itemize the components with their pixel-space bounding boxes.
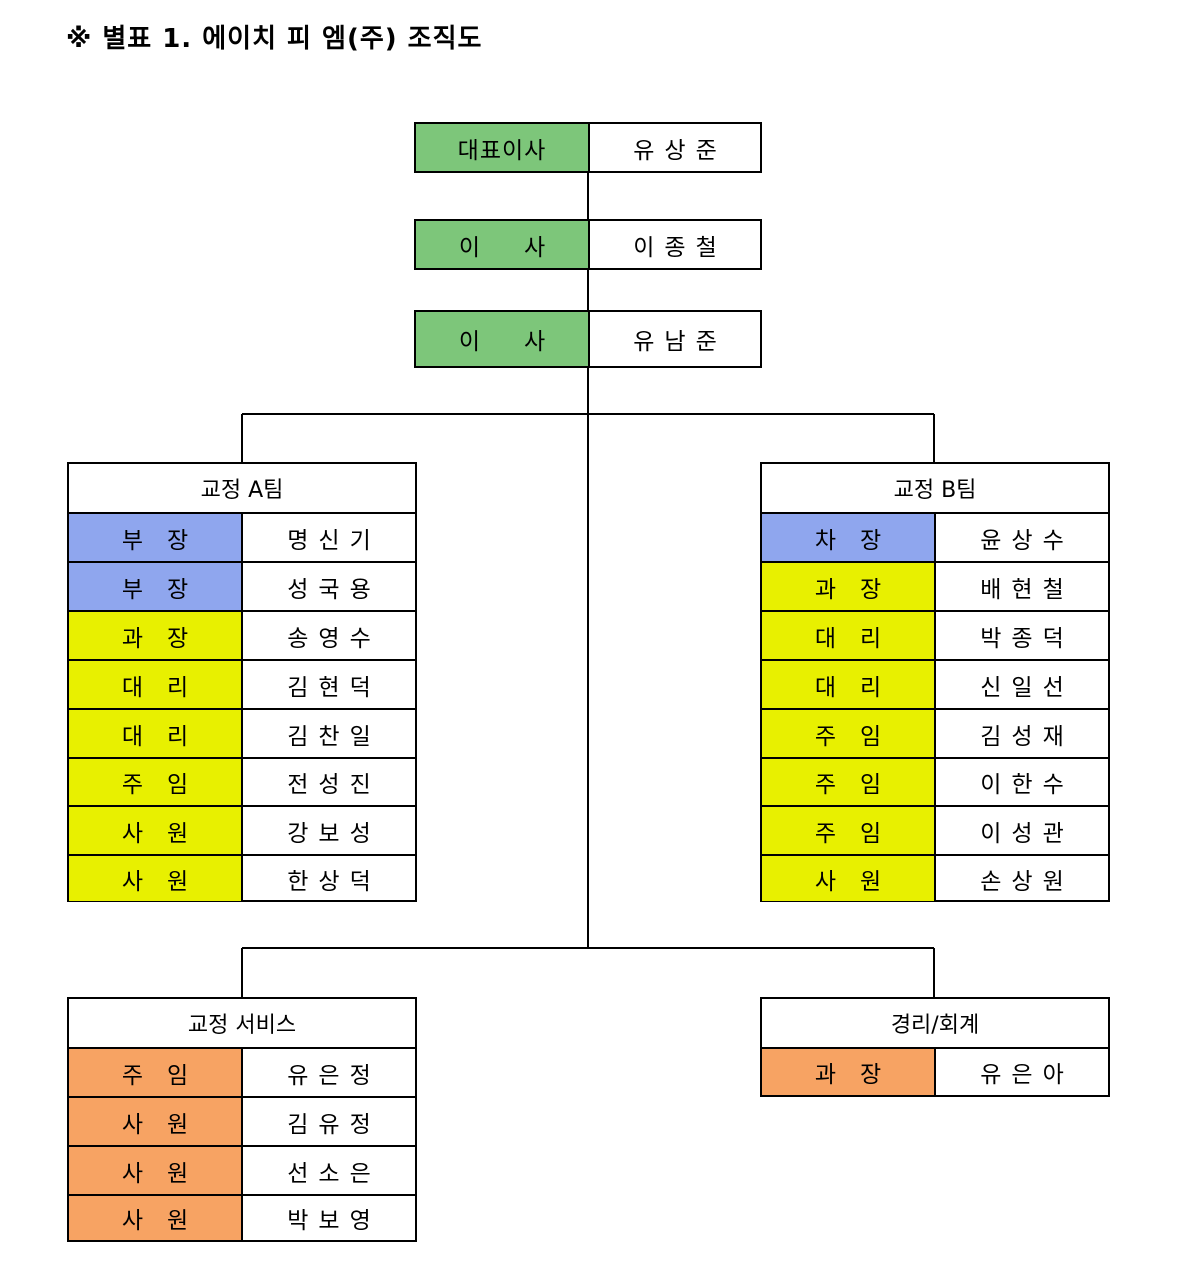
service-team-row: 사원 김유정 [69, 1096, 415, 1145]
member-role: 사원 [69, 1098, 243, 1145]
member-role: 주임 [762, 807, 936, 854]
director-1-role: 이사 [416, 221, 590, 268]
member-name: 배현철 [980, 576, 1074, 603]
team-a-row: 대리 김현덕 [69, 659, 415, 708]
member-name: 이한수 [980, 772, 1074, 798]
member-name: 이성관 [980, 820, 1074, 847]
member-name: 박종덕 [980, 625, 1074, 652]
member-name: 한상덕 [287, 868, 381, 895]
director-2-role: 이사 [416, 312, 590, 366]
team-b-box: 교정 B팀 차장 윤상수 과장 배현철 대리 박종덕 대리 신일선 주임 김성재… [760, 462, 1110, 902]
member-role: 사원 [69, 1147, 243, 1194]
team-a-title: 교정 A팀 [200, 478, 284, 503]
member-role: 주임 [762, 759, 936, 805]
member-name: 손상원 [980, 868, 1074, 895]
team-b-row: 주임 김성재 [762, 708, 1108, 757]
member-name: 성국용 [287, 576, 381, 603]
member-role: 부장 [69, 514, 243, 561]
member-name: 송영수 [287, 625, 381, 652]
member-role: 사원 [69, 856, 243, 901]
member-name: 유은아 [980, 1062, 1074, 1088]
member-role: 대리 [69, 661, 243, 708]
member-name: 선소은 [287, 1160, 381, 1187]
team-b-row: 주임 이한수 [762, 757, 1108, 805]
member-role: 주임 [69, 1049, 243, 1096]
member-name: 박보영 [287, 1208, 381, 1234]
member-role: 과장 [762, 1049, 936, 1095]
member-role: 차장 [762, 514, 936, 561]
member-name: 유은정 [287, 1062, 381, 1089]
member-role: 주임 [69, 759, 243, 805]
service-team-row: 사원 박보영 [69, 1194, 415, 1240]
team-b-row: 과장 배현철 [762, 561, 1108, 610]
member-role: 대리 [762, 612, 936, 659]
team-b-row: 주임 이성관 [762, 805, 1108, 854]
member-role: 사원 [69, 807, 243, 854]
team-a-row: 사원 강보성 [69, 805, 415, 854]
member-name: 김유정 [287, 1111, 381, 1138]
member-name: 김성재 [980, 723, 1074, 750]
service-team-box: 교정 서비스 주임 유은정 사원 김유정 사원 선소은 사원 박보영 [67, 997, 417, 1242]
team-b-row: 대리 박종덕 [762, 610, 1108, 659]
ceo-name: 유상준 [633, 137, 727, 164]
member-name: 명신기 [287, 527, 381, 554]
team-b-row: 대리 신일선 [762, 659, 1108, 708]
accounting-team-box: 경리/회계 과장 유은아 [760, 997, 1110, 1097]
page-title: ※ 별표 1. 에이치 피 엠(주) 조직도 [66, 24, 483, 54]
member-name: 윤상수 [980, 527, 1074, 554]
member-role: 대리 [762, 661, 936, 708]
team-a-row: 대리 김찬일 [69, 708, 415, 757]
team-b-row: 차장 윤상수 [762, 512, 1108, 561]
member-role: 부장 [69, 563, 243, 610]
team-a-row: 주임 전성진 [69, 757, 415, 805]
accounting-team-title: 경리/회계 [890, 1013, 980, 1038]
team-a-row: 사원 한상덕 [69, 854, 415, 901]
accounting-team-row: 과장 유은아 [762, 1047, 1108, 1095]
director-box-2: 이사 유남준 [414, 310, 762, 368]
ceo-role: 대표이사 [416, 124, 590, 171]
member-name: 전성진 [287, 772, 381, 798]
team-b-title: 교정 B팀 [893, 478, 977, 503]
member-role: 주임 [762, 710, 936, 757]
member-role: 사원 [762, 856, 936, 901]
director-box-1: 이사 이종철 [414, 219, 762, 270]
director-1-name: 이종철 [633, 234, 727, 261]
ceo-box: 대표이사 유상준 [414, 122, 762, 173]
team-b-row: 사원 손상원 [762, 854, 1108, 901]
service-team-row: 사원 선소은 [69, 1145, 415, 1194]
director-2-name: 유남준 [633, 329, 727, 355]
team-a-row: 부장 성국용 [69, 561, 415, 610]
member-role: 사원 [69, 1196, 243, 1240]
team-a-row: 과장 송영수 [69, 610, 415, 659]
member-name: 강보성 [287, 820, 381, 847]
service-team-row: 주임 유은정 [69, 1047, 415, 1096]
service-team-title: 교정 서비스 [187, 1013, 297, 1038]
member-role: 과장 [762, 563, 936, 610]
member-role: 대리 [69, 710, 243, 757]
team-a-box: 교정 A팀 부장 명신기 부장 성국용 과장 송영수 대리 김현덕 대리 김찬일… [67, 462, 417, 902]
member-name: 김찬일 [287, 723, 381, 750]
member-role: 과장 [69, 612, 243, 659]
team-a-row: 부장 명신기 [69, 512, 415, 561]
member-name: 김현덕 [287, 674, 381, 701]
member-name: 신일선 [980, 674, 1074, 701]
